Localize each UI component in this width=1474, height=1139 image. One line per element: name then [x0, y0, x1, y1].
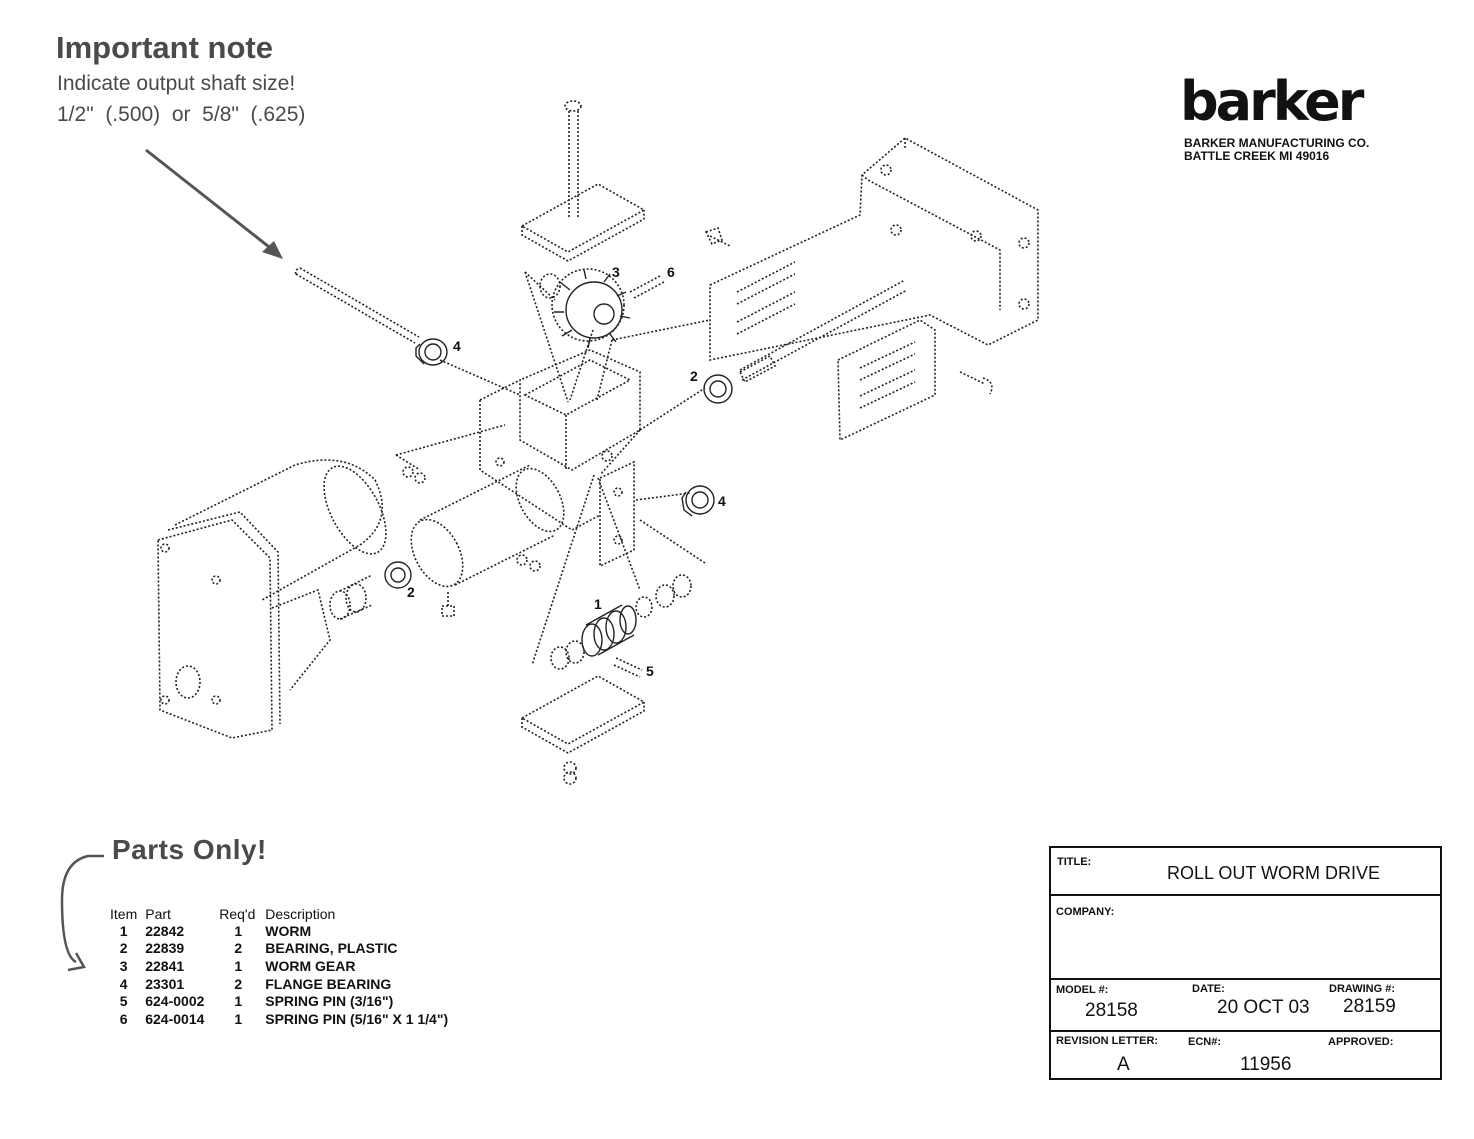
description: FLANGE BEARING	[265, 975, 392, 992]
required-qty: 1	[234, 922, 243, 939]
barker-logo: barker	[1180, 70, 1364, 133]
header-reqd: Req'd	[219, 905, 256, 922]
callout-4-top: 4	[453, 338, 461, 354]
item-number: 6	[119, 1010, 128, 1027]
callout-1: 1	[594, 596, 602, 612]
callout-5: 5	[646, 663, 654, 679]
company-city: BATTLE CREEK MI 49016	[1184, 149, 1330, 163]
revision-label: REVISION LETTER:	[1056, 1035, 1159, 1047]
description: SPRING PIN (3/16")	[265, 993, 394, 1010]
callout-2-right: 2	[690, 368, 698, 384]
gearbox-housing	[479, 349, 641, 568]
title-block: TITLE: ROLL OUT WORM DRIVE COMPANY: MODE…	[1049, 846, 1442, 1080]
callout-4-right: 4	[718, 493, 726, 509]
part-number: 22841	[145, 957, 185, 974]
header-description: Description	[265, 905, 336, 922]
revision-row: REVISION LETTER: A ECN#: 11956 APPROVED:	[1051, 1032, 1440, 1078]
item-number: 4	[119, 975, 128, 992]
part-number: 22842	[145, 922, 185, 939]
worm	[550, 574, 692, 670]
model-label: MODEL #:	[1056, 984, 1109, 996]
parts-arrow	[60, 854, 104, 972]
description: WORM GEAR	[265, 957, 356, 974]
description: WORM	[265, 922, 312, 939]
company-label: COMPANY:	[1056, 906, 1115, 918]
mounting-bracket	[709, 137, 1039, 442]
item-number: 2	[119, 940, 128, 957]
callout-6: 6	[667, 264, 675, 280]
flange-bearing-4-top	[415, 338, 448, 366]
required-qty: 2	[234, 940, 243, 957]
coupling-tube	[410, 464, 565, 588]
construction-lines	[395, 271, 711, 666]
flange-bearing-4-right	[681, 485, 715, 517]
plastic-bearing-2-right	[703, 374, 733, 404]
spring-pin-5	[613, 657, 643, 678]
bottom-plate	[520, 675, 646, 754]
description: SPRING PIN (5/16" X 1 1/4")	[265, 1010, 449, 1027]
important-note-title: Important note	[56, 30, 273, 65]
callout-3: 3	[612, 264, 620, 280]
bottom-nut	[563, 761, 577, 785]
parts-table: Item Part Req'd Description 1 22842 1 WO…	[106, 905, 452, 1028]
table-row: 2 22839 2 BEARING, PLASTIC	[106, 940, 452, 958]
title-row: TITLE: ROLL OUT WORM DRIVE	[1051, 848, 1440, 896]
part-number: 22839	[145, 940, 185, 957]
revision-letter: A	[1117, 1054, 1130, 1075]
spring-pin-6	[629, 275, 665, 299]
note-arrow	[145, 148, 283, 259]
date-label: DATE:	[1192, 983, 1225, 995]
company-row: COMPANY:	[1051, 896, 1440, 980]
table-row: 6 624-0014 1 SPRING PIN (5/16" X 1 1/4")	[106, 1010, 452, 1028]
table-row: 4 23301 2 FLANGE BEARING	[106, 975, 452, 993]
item-number: 5	[119, 993, 128, 1010]
drawing-label: DRAWING #:	[1329, 983, 1395, 995]
part-number: 624-0014	[145, 1010, 205, 1027]
worm-gear	[539, 268, 631, 349]
plastic-bearing-2-left	[384, 561, 412, 589]
top-plate	[520, 183, 646, 262]
motor	[157, 459, 387, 739]
item-number: 1	[119, 922, 128, 939]
header-part: Part	[145, 905, 171, 922]
parts-only-heading: Parts Only!	[112, 834, 267, 865]
model-row: MODEL #: 28158 DATE: 20 OCT 03 DRAWING #…	[1051, 980, 1440, 1032]
parts-table-header: Item Part Req'd Description	[106, 905, 452, 922]
title-label: TITLE:	[1057, 856, 1092, 868]
ecn-number: 11956	[1240, 1054, 1292, 1075]
table-row: 1 22842 1 WORM	[106, 922, 452, 940]
company-name: BARKER MANUFACTURING CO.	[1184, 136, 1370, 150]
table-row: 5 624-0002 1 SPRING PIN (3/16")	[106, 992, 452, 1010]
description: BEARING, PLASTIC	[265, 940, 398, 957]
coupler	[329, 574, 373, 620]
header-item: Item	[110, 905, 138, 922]
bracket-bolts	[704, 226, 993, 395]
part-number: 23301	[145, 975, 185, 992]
approved-label: APPROVED:	[1328, 1036, 1394, 1048]
output-shaft	[294, 267, 420, 344]
small-fasteners	[402, 466, 541, 617]
date-value: 20 OCT 03	[1217, 997, 1310, 1018]
callout-2-left: 2	[407, 584, 415, 600]
table-row: 3 22841 1 WORM GEAR	[106, 957, 452, 975]
drawing-number: 28159	[1343, 996, 1396, 1017]
item-number: 3	[119, 957, 128, 974]
ecn-label: ECN#:	[1188, 1036, 1222, 1048]
drawing-title: ROLL OUT WORM DRIVE	[1167, 863, 1381, 883]
important-note-line-1: Indicate output shaft size!	[57, 72, 296, 95]
required-qty: 1	[234, 1010, 243, 1027]
required-qty: 2	[234, 975, 243, 992]
model-number: 28158	[1085, 1000, 1138, 1021]
important-note-line-2: 1/2" (.500) or 5/8" (.625)	[57, 103, 306, 126]
required-qty: 1	[234, 993, 243, 1010]
required-qty: 1	[234, 957, 243, 974]
part-number: 624-0002	[145, 993, 205, 1010]
